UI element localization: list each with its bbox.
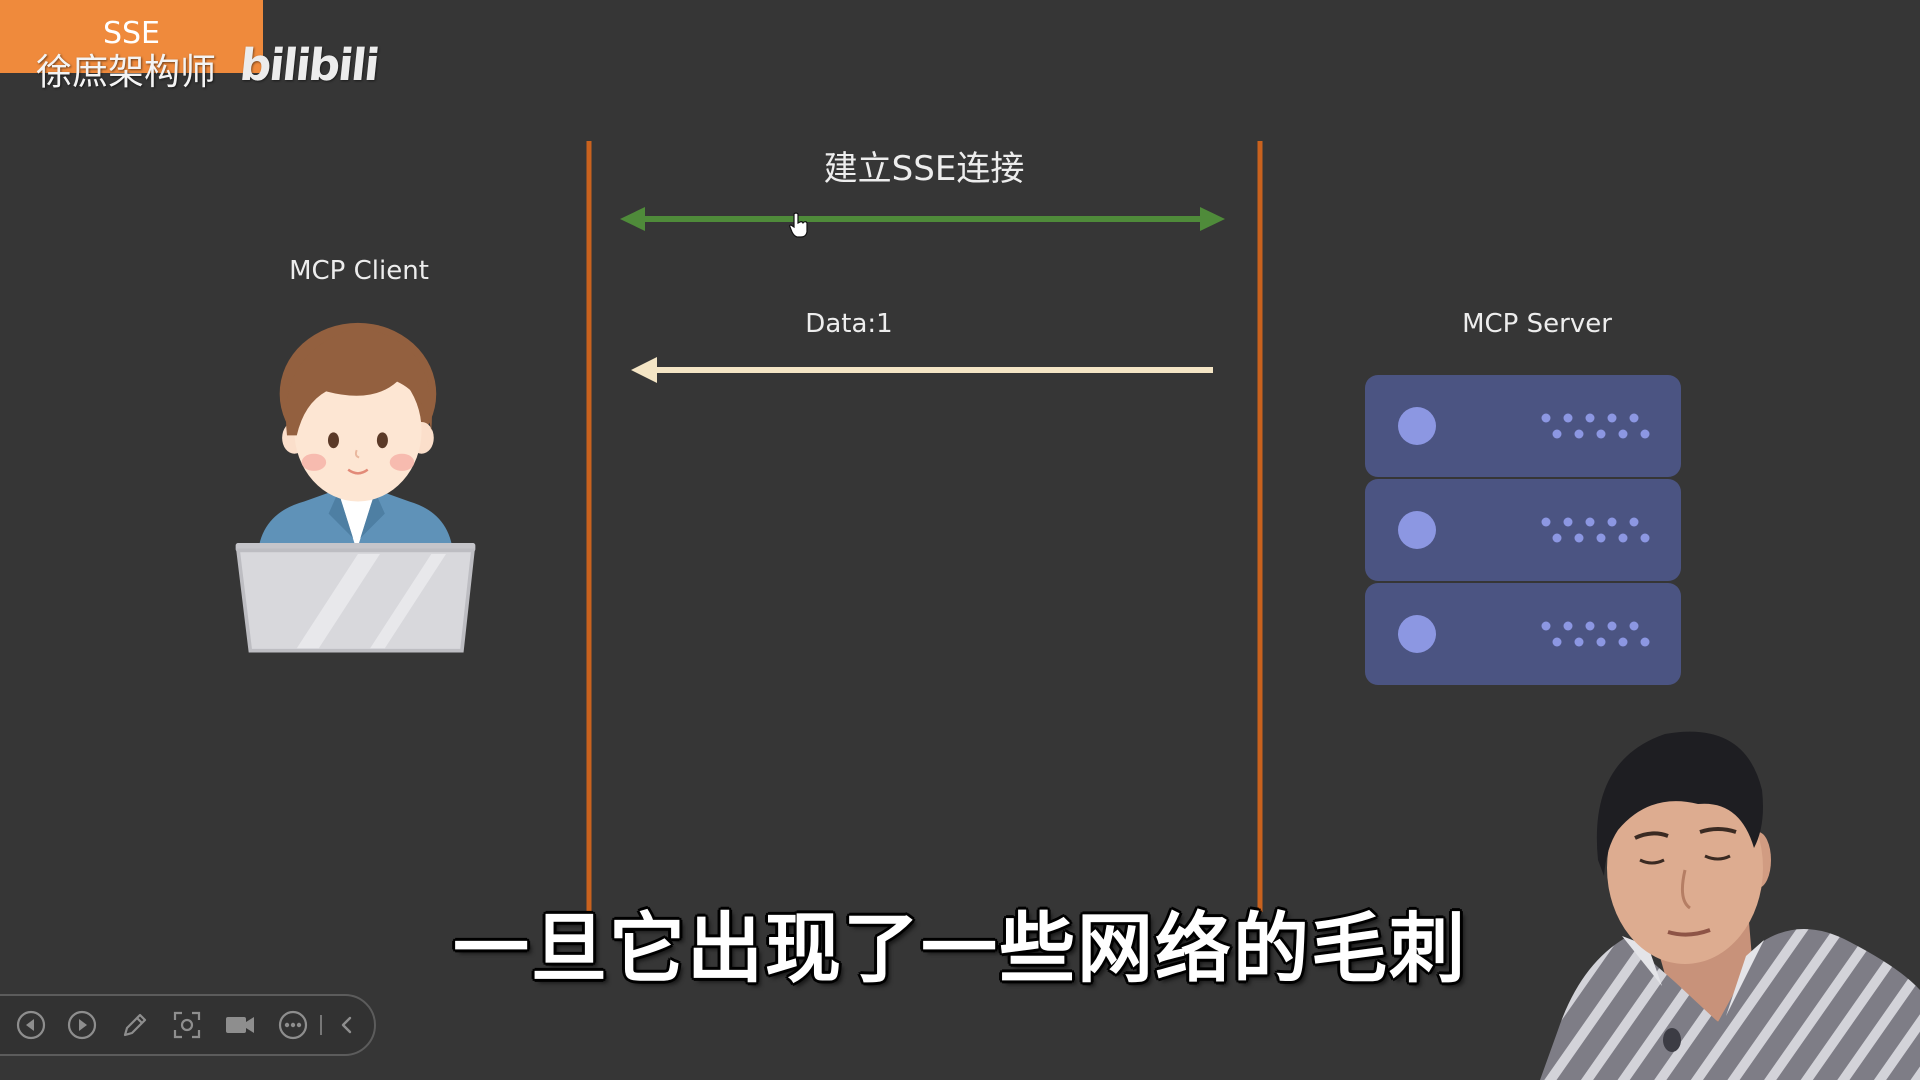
server-vent-dot: [1596, 429, 1606, 439]
server-unit: [1365, 479, 1681, 581]
server-vent-dot: [1618, 637, 1628, 647]
server-vent-dot: [1640, 637, 1650, 647]
message-arrow-head: [631, 357, 657, 383]
avatar-eye-left: [327, 432, 339, 449]
avatar-blush-right: [389, 453, 415, 471]
avatar-nose: [354, 449, 360, 459]
server-unit-body: [1365, 375, 1681, 477]
presenter-face: [1607, 772, 1763, 964]
server-vent-dot: [1585, 621, 1595, 631]
server-vent-dots: [1541, 517, 1650, 543]
server-vent-dot: [1640, 533, 1650, 543]
avatar-laptop: [236, 548, 475, 653]
server-vent-dots: [1541, 413, 1650, 439]
avatar-lapel-left: [328, 491, 354, 539]
avatar-lapel-right: [360, 491, 385, 539]
presenter-eyebrow: [1634, 831, 1669, 840]
avatar-collar: [338, 491, 376, 551]
avatar-hair-fringe: [285, 327, 432, 436]
server-vent-dot: [1552, 429, 1562, 439]
presenter-shirt-logo: [1663, 1028, 1681, 1052]
presenter-mouth: [1667, 928, 1711, 937]
server-vent-dot: [1596, 637, 1606, 647]
server-vent-dot: [1563, 621, 1573, 631]
server-vent-dot: [1629, 413, 1639, 423]
server-vent-dot: [1574, 533, 1584, 543]
presenter-hair: [1596, 731, 1763, 876]
bilibili-logo: bilibili: [237, 40, 381, 91]
presenter-eyebrow: [1699, 827, 1737, 834]
video-subtitle: 一旦它出现了一些网络的毛刺: [453, 904, 1467, 993]
presenter-collar: [1622, 936, 1662, 986]
server-status-light: [1398, 511, 1436, 549]
server-vent-dots: [1541, 621, 1650, 647]
presenter-eye: [1704, 854, 1731, 861]
next-icon[interactable]: [65, 1008, 99, 1042]
server-vent-dot: [1563, 413, 1573, 423]
server-status-light: [1398, 407, 1436, 445]
server-vent-dot: [1607, 517, 1617, 527]
topic-badge: [0, 0, 263, 73]
server-unit-body: [1365, 479, 1681, 581]
avatar-laptop-reflection: [370, 554, 447, 649]
server-vent-dot: [1563, 517, 1573, 527]
server-unit: [1365, 375, 1681, 477]
avatar-blush-left: [301, 453, 327, 471]
server-label: MCP Server: [1462, 309, 1612, 339]
hand-pointer-icon: [789, 212, 808, 238]
server-vent-dot: [1574, 429, 1584, 439]
connection-arrow-left-head: [620, 207, 645, 231]
video-camera-icon[interactable]: [223, 1008, 257, 1042]
connection-label: 建立SSE连接: [823, 149, 1025, 189]
topic-badge-label: SSE: [102, 16, 161, 51]
player-toolbar: [0, 994, 376, 1056]
server-vent-dot: [1541, 517, 1551, 527]
server-vent-dot: [1541, 413, 1551, 423]
server-status-light: [1398, 615, 1436, 653]
server-vent-dot: [1552, 533, 1562, 543]
server-unit-body: [1365, 583, 1681, 685]
channel-name: 徐庶架构师: [36, 52, 217, 93]
more-icon[interactable]: [276, 1008, 310, 1042]
server-vent-dot: [1629, 517, 1639, 527]
client-label: MCP Client: [289, 256, 429, 286]
user-with-laptop-icon: [235, 322, 476, 653]
focus-capture-icon[interactable]: [170, 1008, 204, 1042]
previous-icon[interactable]: [14, 1008, 48, 1042]
server-vent-dot: [1596, 533, 1606, 543]
pen-icon[interactable]: [118, 1008, 152, 1042]
avatar-face: [294, 359, 422, 502]
server-vent-dot: [1541, 621, 1551, 631]
server-vent-dot: [1618, 429, 1628, 439]
server-unit: [1365, 583, 1681, 685]
server-vent-dot: [1618, 533, 1628, 543]
message-label: Data:1: [805, 309, 893, 339]
avatar-eye-right: [376, 432, 388, 449]
presenter-nose: [1680, 869, 1691, 910]
presenter-webcam: [1540, 731, 1920, 1080]
server-vent-dot: [1629, 621, 1639, 631]
server-vent-dot: [1607, 413, 1617, 423]
connection-arrow-right-head: [1200, 207, 1225, 231]
server-vent-dot: [1640, 429, 1650, 439]
toolbar-divider: [320, 1015, 322, 1035]
server-vent-dot: [1585, 413, 1595, 423]
avatar-laptop-reflection: [296, 554, 380, 649]
server-vent-dot: [1552, 637, 1562, 647]
server-vent-dot: [1574, 637, 1584, 647]
server-vent-dot: [1607, 621, 1617, 631]
presenter-eye: [1639, 858, 1665, 865]
avatar-mouth: [347, 468, 369, 475]
server-rack-icon: [1365, 375, 1681, 685]
server-vent-dot: [1585, 517, 1595, 527]
presenter-collar: [1726, 940, 1764, 1016]
collapse-chevron-icon[interactable]: [330, 1008, 364, 1042]
